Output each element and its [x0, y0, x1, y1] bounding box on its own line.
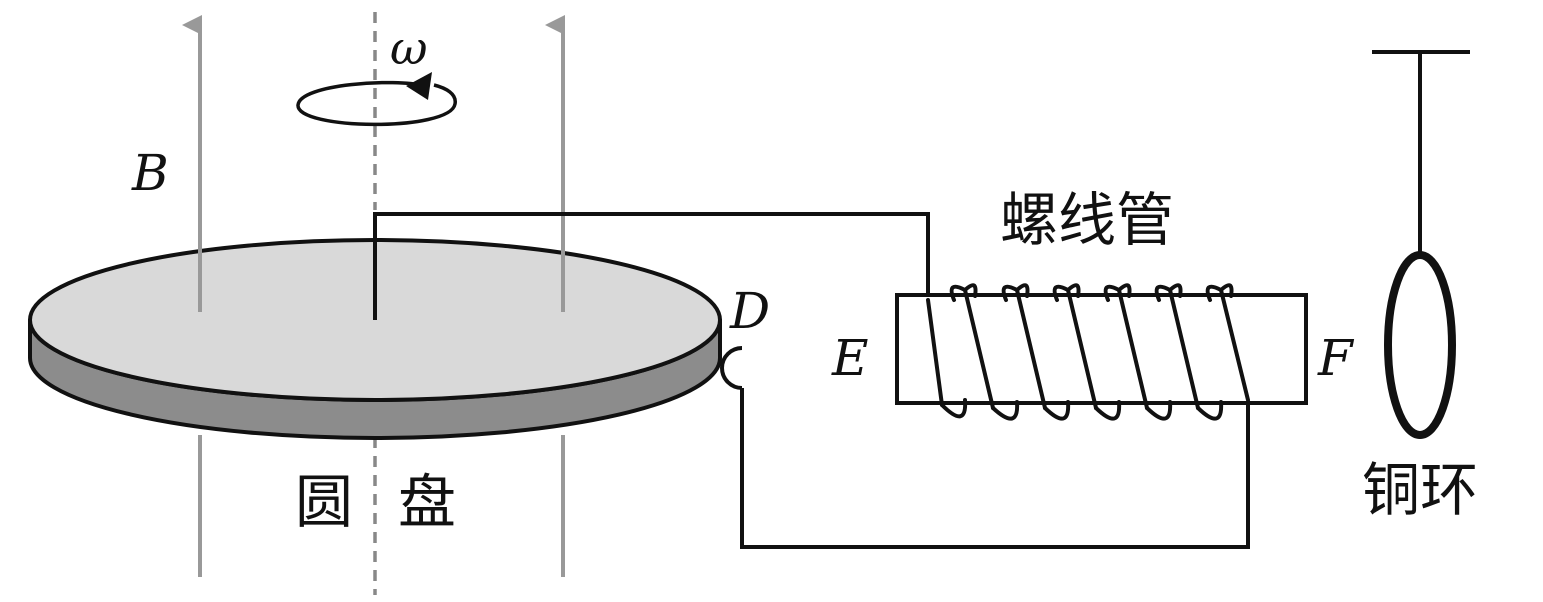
edge-contact-brush [720, 346, 743, 390]
label-solenoid-end-left: E [831, 329, 869, 387]
wire-center-to-solenoid [373, 212, 930, 320]
wire-edge-to-solenoid [740, 388, 1250, 549]
label-solenoid-end-right: F [1317, 329, 1355, 387]
label-solenoid: 螺线管 [1000, 186, 1174, 254]
solenoid-core [895, 293, 1308, 405]
label-magnetic-field: B [131, 144, 169, 202]
label-angular-velocity: ω [390, 21, 428, 75]
copper-ring [1384, 251, 1456, 439]
rotation-arrow-icon [296, 72, 457, 127]
solenoid-coil [926, 283, 1250, 421]
label-edge-contact: D [729, 282, 770, 340]
label-copper-ring: 铜环 [1362, 456, 1478, 524]
label-disk-char-1: 圆 [295, 468, 353, 536]
label-disk-char-2: 盘 [398, 468, 456, 536]
